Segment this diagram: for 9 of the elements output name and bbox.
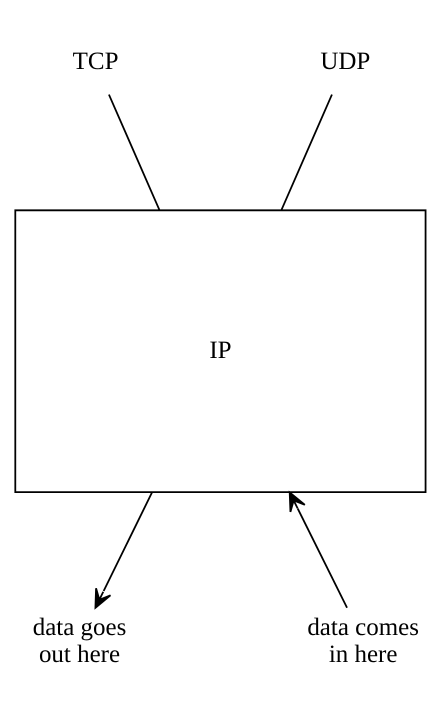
connector <box>280 94 333 211</box>
node-box: IP <box>14 209 426 494</box>
node-text: data comes in here <box>307 614 419 668</box>
node-text: UDP <box>320 48 370 75</box>
connector <box>108 94 160 211</box>
node-text: TCP <box>72 48 118 75</box>
node-text: data goes out here <box>32 614 126 668</box>
arrow <box>94 492 153 609</box>
arrow <box>288 492 348 608</box>
